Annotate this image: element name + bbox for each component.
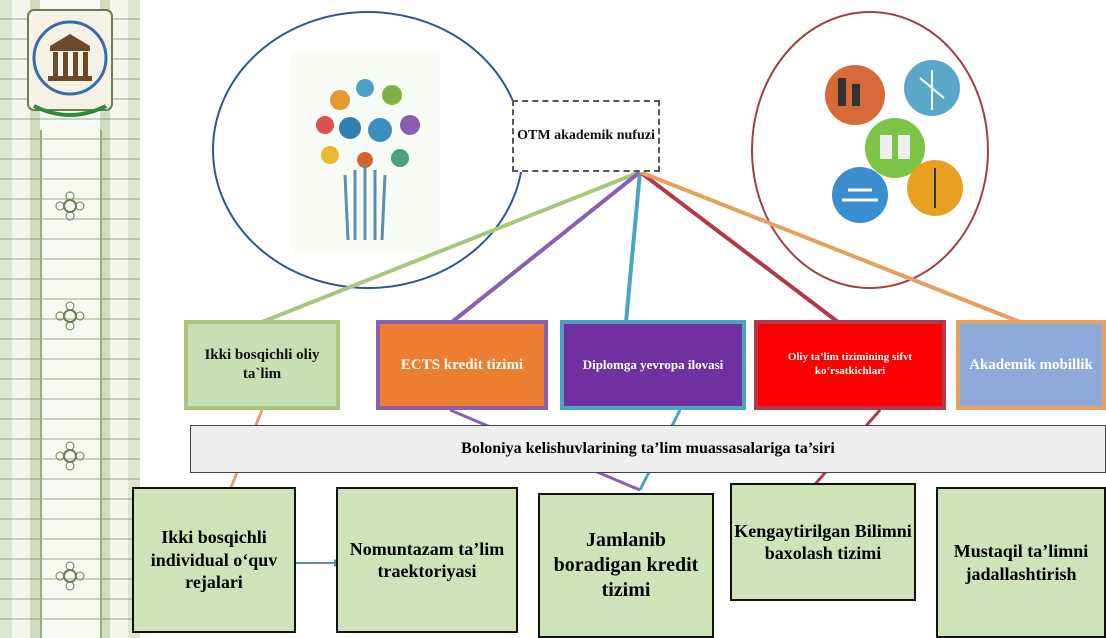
connector-line bbox=[624, 171, 642, 323]
bottom-box-independent: Mustaqil ta’limni jadallashtirish bbox=[936, 487, 1106, 638]
energy-collage-icon bbox=[825, 60, 963, 223]
mid-box-diploma: Diplomga yevropa ilovasi bbox=[560, 320, 746, 410]
right-circle bbox=[751, 11, 989, 289]
bottom-box-individual-plans: Ikki bosqichli individual o‘quv rejalari bbox=[132, 487, 296, 633]
mid-box-mobility: Akademik mobillik bbox=[956, 320, 1106, 410]
ornament-flower-icon bbox=[55, 301, 85, 331]
ornament-flower-icon bbox=[55, 191, 85, 221]
mid-box-two-level: Ikki bosqichli oliy ta`lim bbox=[184, 320, 340, 410]
connector-line bbox=[639, 170, 1021, 324]
connector-line bbox=[638, 170, 840, 324]
mid-box-ects: ECTS kredit tizimi bbox=[376, 320, 548, 410]
bottom-box-trajectory: Nomuntazam ta’lim traektoriyasi bbox=[336, 487, 518, 633]
connector-line bbox=[450, 170, 642, 324]
connector-line bbox=[261, 170, 641, 324]
bottom-box-credit: Jamlanib boradigan kredit tizimi bbox=[538, 493, 714, 638]
emblem-icon bbox=[27, 9, 113, 117]
bottom-box-assessment: Kengaytirilgan Bilimni baxolash tizimi bbox=[730, 483, 916, 601]
center-node: OTM akademik nufuzi bbox=[512, 100, 660, 172]
ornament-divider bbox=[100, 130, 102, 638]
tree-infographic-icon bbox=[290, 52, 440, 252]
ornament-divider bbox=[40, 130, 42, 638]
banner: Boloniya kelishuvlarining ta’lim muassas… bbox=[190, 425, 1106, 473]
ornament-flower-icon bbox=[55, 441, 85, 471]
ornament-flower-icon bbox=[55, 561, 85, 591]
mid-box-quality: Oliy ta’lim tizimining sifvt ko‘rsatkich… bbox=[754, 320, 946, 410]
